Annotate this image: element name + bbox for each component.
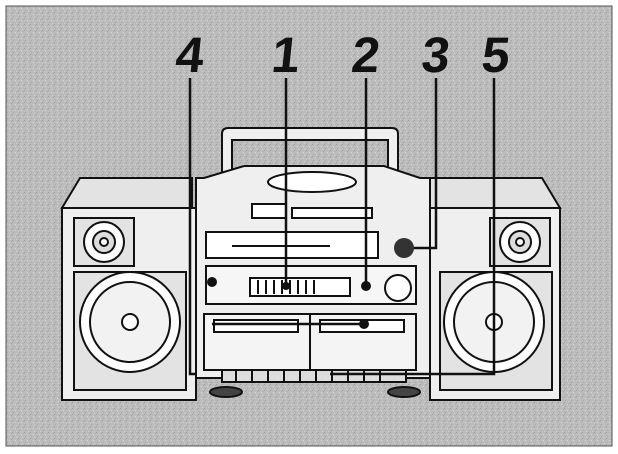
volume-knob xyxy=(384,274,412,302)
deck-buttons xyxy=(221,369,407,383)
display-window xyxy=(251,203,287,219)
leader-3 xyxy=(404,78,438,250)
left-speaker xyxy=(60,177,197,401)
callout-4: 4 xyxy=(173,27,207,83)
callout-5: 5 xyxy=(479,27,513,83)
button-row xyxy=(291,207,373,219)
callout-1: 1 xyxy=(269,27,303,83)
main-unit xyxy=(195,165,431,398)
leader-lines xyxy=(188,78,496,376)
callout-2: 2 xyxy=(349,27,383,83)
callout-3: 3 xyxy=(419,27,453,83)
cd-lid xyxy=(267,171,357,193)
leader-4 xyxy=(188,78,196,376)
leader-5 xyxy=(330,78,496,376)
